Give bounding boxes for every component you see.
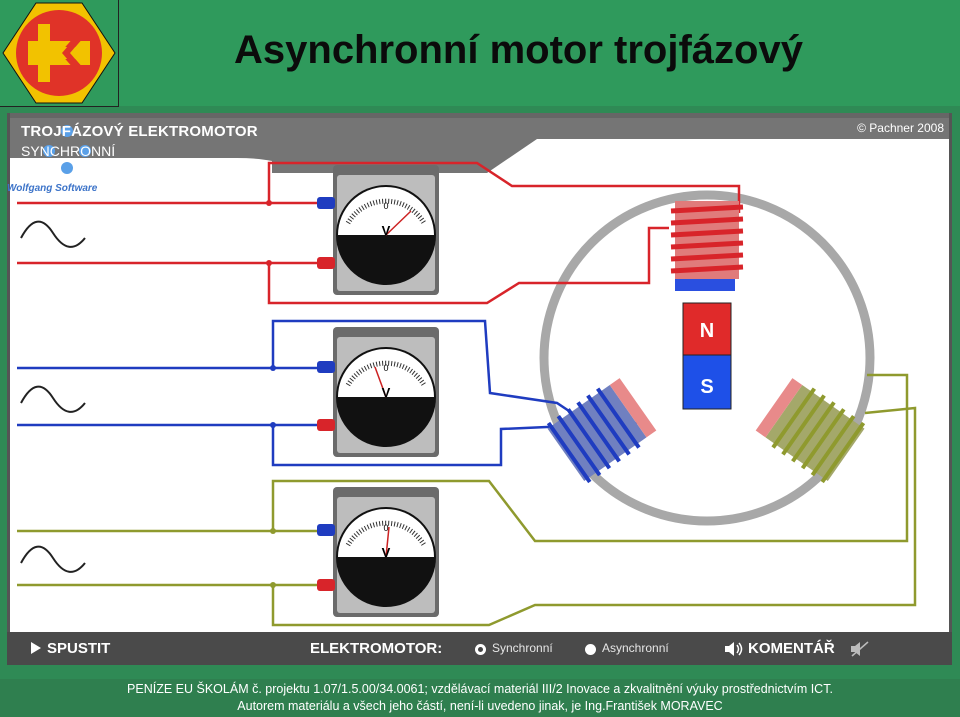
- radio-synchronni[interactable]: [475, 644, 486, 655]
- logo: [0, 0, 119, 107]
- svg-text:V: V: [382, 385, 391, 400]
- copyright: © Pachner 2008: [857, 121, 944, 135]
- slide-footer: PENÍZE EU ŠKOLÁM č. projektu 1.07/1.5.00…: [0, 679, 960, 717]
- svg-text:S: S: [700, 376, 713, 398]
- svg-text:0: 0: [383, 201, 388, 211]
- radio-asynchronni[interactable]: [585, 644, 596, 655]
- speaker-icon: [725, 642, 743, 656]
- slide-header: Asynchronní motor trojfázový: [0, 0, 960, 107]
- app-title: TROJFÁZOVÝ ELEKTROMOTOR: [21, 123, 258, 140]
- svg-text:N: N: [700, 320, 714, 342]
- app-subtitle: SYNCHRONNÍ: [21, 143, 116, 159]
- speaker-mute-icon[interactable]: [850, 641, 872, 657]
- coil-icon: [670, 201, 744, 291]
- simulation-canvas: 0 V 0 V 0 V: [7, 113, 952, 665]
- page-title: Asynchronní motor trojfázový: [234, 28, 803, 72]
- option-label: Synchronní: [492, 641, 553, 655]
- option-label: Asynchronní: [602, 641, 669, 655]
- sine-wave-icon: [20, 220, 86, 573]
- terminal-connectors: [317, 197, 335, 591]
- coil-icon: [755, 378, 866, 484]
- footer-project: PENÍZE EU ŠKOLÁM č. projektu 1.07/1.5.00…: [127, 682, 833, 696]
- start-button[interactable]: SPUSTIT: [31, 632, 141, 665]
- svg-text:V: V: [382, 545, 391, 560]
- comment-button[interactable]: KOMENTÁŘ: [724, 632, 844, 665]
- stator-ring: [539, 190, 875, 526]
- voltmeter-icon: [333, 165, 439, 617]
- electromotor-label: ELEKTROMOTOR:: [310, 640, 443, 657]
- school-logo-icon: [2, 2, 116, 104]
- svg-text:V: V: [382, 223, 391, 238]
- motor-simulation: 0 V 0 V 0 V: [7, 113, 952, 665]
- magnet-icon: [682, 302, 732, 410]
- play-icon: [31, 642, 41, 654]
- svg-text:0: 0: [383, 363, 388, 373]
- vendor-logo-icon: [43, 125, 91, 174]
- start-label: SPUSTIT: [47, 640, 111, 657]
- svg-text:0: 0: [383, 523, 388, 533]
- vendor-name: Wolfgang Software: [7, 183, 98, 194]
- option-asynchronni[interactable]: Asynchronní: [585, 632, 695, 665]
- coil-icon: [546, 378, 657, 484]
- footer-author: Autorem materiálu a všech jeho částí, ne…: [237, 699, 723, 713]
- control-bar: SPUSTIT ELEKTROMOTOR: Synchronní Asynchr…: [7, 632, 952, 665]
- comment-label: KOMENTÁŘ: [748, 640, 835, 657]
- option-synchronni[interactable]: Synchronní: [475, 632, 580, 665]
